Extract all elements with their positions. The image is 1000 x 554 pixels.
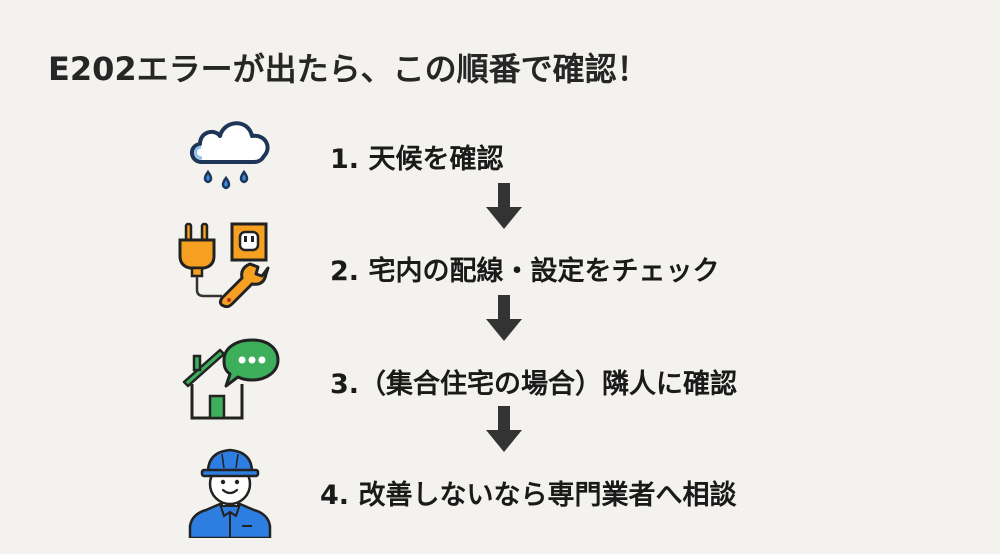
house-chat-icon <box>182 338 280 420</box>
step-2-label: 2. 宅内の配線・設定をチェック <box>330 256 720 287</box>
step-1-label: 1. 天候を確認 <box>330 144 504 175</box>
worker-helmet-icon <box>188 448 272 538</box>
step-4-label: 4. 改善しないなら専門業者へ相談 <box>320 480 737 511</box>
down-arrow-icon <box>486 295 522 341</box>
step-3-label: 3.（集合住宅の場合）隣人に確認 <box>330 369 738 400</box>
page-title: E202エラーが出たら、この順番で確認！ <box>48 50 649 88</box>
down-arrow-icon <box>486 183 522 229</box>
plug-wrench-icon <box>178 222 270 308</box>
down-arrow-icon <box>486 406 522 452</box>
rain-cloud-icon <box>190 121 270 190</box>
